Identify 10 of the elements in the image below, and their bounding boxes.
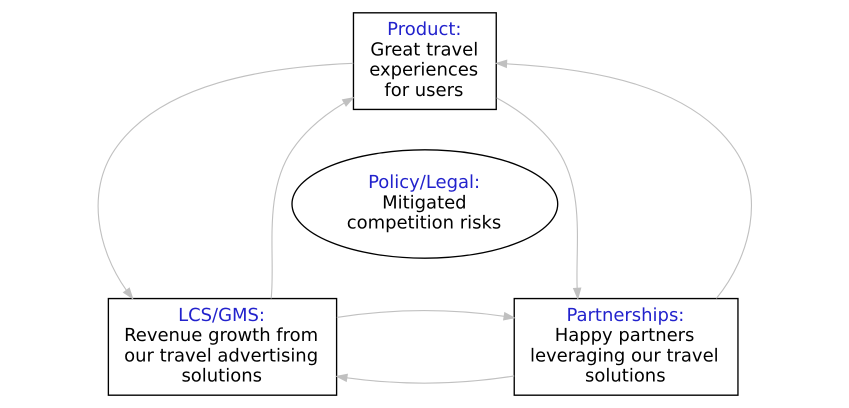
node-box: Product: Great travel experiences for users — [352, 12, 497, 110]
arrow — [336, 310, 516, 320]
node-ellipse: Policy/Legal: Mitigated competition risks — [291, 149, 558, 259]
node-box: LCS/GMS: Revenue growth from our travel advertising solutions — [108, 298, 338, 396]
arrow — [270, 97, 355, 298]
arrow — [494, 60, 752, 299]
arrow — [335, 374, 514, 384]
node-box: Partnerships: Happy partners leveraging our travel solutions — [514, 298, 739, 396]
arrow — [496, 97, 582, 300]
arrow — [98, 62, 354, 300]
